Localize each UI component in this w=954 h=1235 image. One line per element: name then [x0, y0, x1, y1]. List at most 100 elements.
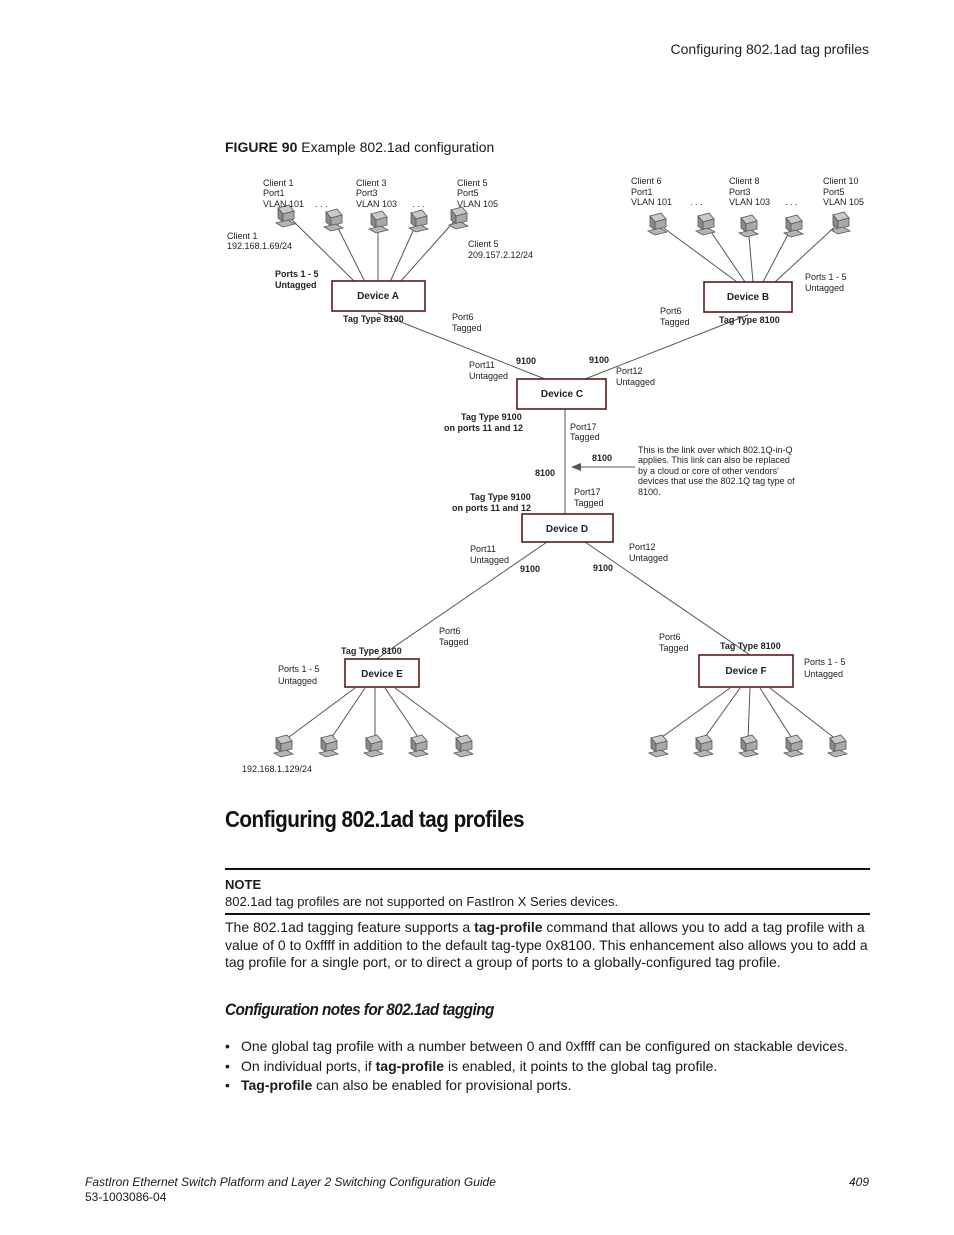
client-name: Client 8 — [729, 176, 760, 186]
untagged-label: Untagged — [629, 553, 668, 563]
port12-label: Port12 — [616, 366, 643, 376]
client-port: Port1 — [631, 187, 653, 197]
subsection-title: Configuration notes for 802.1ad tagging — [225, 1000, 494, 1019]
untagged-label: Untagged — [275, 280, 317, 290]
tagged-label: Tagged — [439, 637, 469, 647]
vlan-tag-value: 9100 — [589, 355, 609, 365]
bullet-marker: • — [225, 1038, 230, 1054]
device-boxes — [331, 280, 794, 688]
bullet-marker: • — [225, 1057, 230, 1074]
device-f-labels: Port6 Tagged Tag Type 8100 Ports 1 - 5 U… — [659, 632, 846, 679]
body-text: command that allows you to add a tag pro… — [225, 919, 868, 970]
port12-label: Port12 — [629, 542, 656, 552]
client-port: Port3 — [729, 187, 751, 197]
link-note-line: applies. This link can also be replaced — [638, 455, 790, 465]
command-keyword: Tag-profile — [241, 1077, 313, 1093]
port17-label: Port17 — [574, 487, 601, 497]
tagged-label: Tagged — [574, 498, 604, 508]
tag-type-9100-label: Tag Type 9100 — [470, 492, 531, 502]
vlan-tag-value: 9100 — [593, 563, 613, 573]
vlan-tag-value: 9100 — [520, 564, 540, 574]
device-b-label: Device B — [727, 292, 769, 303]
untagged-label: Untagged — [804, 669, 843, 679]
untagged-label: Untagged — [469, 371, 508, 381]
footer-title: FastIron Ethernet Switch Platform and La… — [85, 1175, 496, 1189]
note-text: 802.1ad tag profiles are not supported o… — [225, 894, 619, 909]
tag-type-label: Tag Type 8100 — [719, 315, 780, 325]
link-note-line: 8100. — [638, 487, 661, 497]
bullet-text: is enabled, it points to the global tag … — [444, 1057, 718, 1074]
section-title: Configuring 802.1ad tag profiles — [225, 806, 525, 832]
port11-label: Port11 — [469, 360, 495, 370]
on-ports-label: on ports 11 and 12 — [452, 503, 531, 513]
device-c-label: Device C — [541, 389, 583, 400]
note-box: NOTE 802.1ad tag profiles are not suppor… — [225, 868, 870, 915]
tagged-label: Tagged — [452, 323, 482, 333]
ellipsis: . . . — [412, 199, 425, 209]
figure-caption-text: Example 802.1ad configuration — [301, 139, 495, 155]
note-label: NOTE — [225, 877, 262, 892]
ports-label: Ports 1 - 5 — [275, 269, 319, 279]
body-paragraph: The 802.1ad tagging feature supports a t… — [225, 919, 873, 972]
tagged-label: Tagged — [659, 643, 689, 653]
device-c-labels: Port11 Untagged 9100 9100 Port12 Untagge… — [444, 355, 655, 442]
tagged-label: Tagged — [660, 317, 690, 327]
port11-label: Port11 — [470, 544, 496, 554]
device-d-label: Device D — [546, 524, 588, 535]
tag-type-label: Tag Type 8100 — [341, 646, 402, 656]
ports-label: Ports 1 - 5 — [804, 657, 846, 667]
client-port: Port5 — [823, 187, 845, 197]
client-vlan: VLAN 103 — [729, 197, 770, 207]
device-e-labels: Port6 Tagged Tag Type 8100 Ports 1 - 5 U… — [242, 626, 469, 774]
figure-label: FIGURE 90 — [225, 139, 298, 155]
bullet-text: One global tag profile with a number bet… — [241, 1038, 849, 1054]
client-e-ip: 192.168.1.129/24 — [242, 764, 312, 774]
body-text: The 802.1ad tagging feature supports a — [225, 919, 475, 935]
untagged-label: Untagged — [278, 676, 317, 686]
client-port: Port3 — [356, 188, 378, 198]
untagged-label: Untagged — [470, 555, 509, 565]
qinq-link-labels: 8100 8100 This is the link over which 80… — [535, 445, 795, 497]
device-e-label: Device E — [361, 669, 403, 680]
bullet-marker: • — [225, 1077, 230, 1093]
running-header: Configuring 802.1ad tag profiles — [670, 41, 869, 57]
tag-type-label: Tag Type 8100 — [343, 314, 404, 324]
tag-type-label: Tag Type 8100 — [720, 641, 781, 651]
client-name: Client 1 — [263, 178, 294, 188]
vlan-tag-value: 8100 — [592, 453, 612, 463]
device-f-label: Device F — [725, 666, 766, 677]
on-ports-label: on ports 11 and 12 — [444, 423, 523, 433]
device-d-labels: Tag Type 9100 on ports 11 and 12 Port17 … — [452, 487, 668, 574]
device-a-label: Device A — [357, 291, 399, 302]
client-labels-b: Client 6 Port1 VLAN 101 . . . Client 8 P… — [631, 176, 864, 327]
vlan-tag-value: 8100 — [535, 468, 555, 478]
connection-lines — [284, 212, 841, 741]
qinq-arrow — [571, 463, 635, 471]
client-labels-a: Client 1 Port1 VLAN 101 . . . Client 3 P… — [227, 178, 533, 333]
network-diagram: Device A Device B Device C Device D Devi… — [227, 176, 864, 774]
client5-ip: 209.157.2.12/24 — [468, 250, 533, 260]
client-vlan: VLAN 105 — [457, 199, 498, 209]
port6-label: Port6 — [660, 306, 682, 316]
client-name: Client 10 — [823, 176, 859, 186]
list-item: •On individual ports, if tag-profile is … — [225, 1057, 873, 1077]
command-keyword: tag-profile — [375, 1057, 445, 1074]
client-vlan: VLAN 101 — [631, 197, 672, 207]
ellipsis: . . . — [315, 199, 328, 209]
bullet-text: can also be enabled for provisional port… — [312, 1077, 572, 1093]
command-keyword: tag-profile — [474, 919, 543, 935]
footer-doc-number: 53-1003086-04 — [85, 1190, 167, 1204]
tagged-label: Tagged — [570, 432, 600, 442]
ports-label: Ports 1 - 5 — [805, 272, 847, 282]
untagged-label: Untagged — [805, 283, 844, 293]
ports-label: Ports 1 - 5 — [278, 664, 320, 674]
link-note-line: by a cloud or core of other vendors' — [638, 466, 779, 476]
client-vlan: VLAN 103 — [356, 199, 397, 209]
link-note-line: devices that use the 802.1Q tag type of — [638, 476, 795, 486]
ellipsis: . . . — [690, 197, 703, 207]
client-port: Port1 — [263, 188, 285, 198]
client-vlan: VLAN 101 — [263, 199, 304, 209]
vlan-tag-value: 9100 — [516, 356, 536, 366]
client-name: Client 3 — [356, 178, 387, 188]
client-vlan: VLAN 105 — [823, 197, 864, 207]
